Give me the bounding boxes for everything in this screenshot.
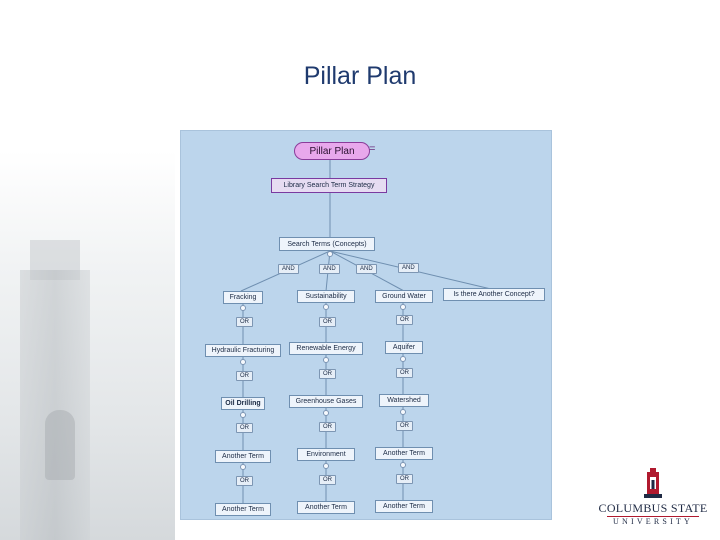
- collapse-toggle-icon[interactable]: [323, 304, 329, 310]
- term-node: Renewable Energy: [289, 342, 363, 355]
- collapse-toggle-icon[interactable]: [323, 357, 329, 363]
- collapse-toggle-icon[interactable]: [240, 305, 246, 311]
- collapse-toggle-icon[interactable]: [323, 463, 329, 469]
- collapse-toggle-icon[interactable]: [327, 251, 333, 257]
- term-node: Greenhouse Gases: [289, 395, 363, 408]
- term-node: Another Term: [375, 500, 433, 513]
- term-node: Environment: [297, 448, 355, 461]
- and-connector: AND: [356, 264, 377, 274]
- collapse-toggle-icon[interactable]: [400, 304, 406, 310]
- or-connector: OR: [236, 317, 253, 327]
- term-node: Watershed: [379, 394, 429, 407]
- columbus-state-logo: COLUMBUS STATE UNIVERSITY: [597, 468, 709, 530]
- background-figure: [45, 410, 75, 480]
- or-connector: OR: [319, 369, 336, 379]
- concept-node: Sustainability: [297, 290, 355, 303]
- pillar-plan-root: Pillar Plan: [294, 142, 370, 160]
- or-connector: OR: [319, 422, 336, 432]
- term-node: Another Term: [375, 447, 433, 460]
- logo-name: COLUMBUS STATE: [598, 501, 708, 515]
- collapse-toggle-icon[interactable]: [240, 412, 246, 418]
- logo-divider: [607, 516, 699, 517]
- or-connector: OR: [396, 315, 413, 325]
- term-node: Another Term: [215, 450, 271, 463]
- pillar-plan-diagram: Pillar Plan = Library Search Term Strate…: [180, 130, 552, 520]
- logo-subtitle: UNIVERSITY: [613, 517, 693, 526]
- and-connector: AND: [278, 264, 299, 274]
- or-connector: OR: [236, 423, 253, 433]
- collapse-toggle-icon[interactable]: [240, 359, 246, 365]
- term-node: Aquifer: [385, 341, 423, 354]
- collapse-toggle-icon[interactable]: [400, 356, 406, 362]
- collapse-toggle-icon[interactable]: [400, 409, 406, 415]
- or-connector: OR: [236, 371, 253, 381]
- term-node: Another Term: [215, 503, 271, 516]
- term-node: Another Term: [297, 501, 355, 514]
- collapse-toggle-icon[interactable]: [400, 462, 406, 468]
- concept-node: Is there Another Concept?: [443, 288, 545, 301]
- clock-tower: [20, 270, 90, 540]
- or-connector: OR: [396, 368, 413, 378]
- and-connector: AND: [319, 264, 340, 274]
- equals-sign: =: [369, 143, 376, 155]
- or-connector: OR: [396, 421, 413, 431]
- or-connector: OR: [236, 476, 253, 486]
- and-connector: AND: [398, 263, 419, 273]
- or-connector: OR: [319, 317, 336, 327]
- slide-title: Pillar Plan: [303, 62, 417, 90]
- tower-emblem-icon: [644, 468, 662, 498]
- or-connector: OR: [319, 475, 336, 485]
- search-terms-node: Search Terms (Concepts): [279, 237, 375, 251]
- collapse-toggle-icon[interactable]: [240, 464, 246, 470]
- or-connector: OR: [396, 474, 413, 484]
- collapse-toggle-icon[interactable]: [323, 410, 329, 416]
- term-node: Oil Drilling: [221, 397, 265, 410]
- strategy-node: Library Search Term Strategy: [271, 178, 387, 193]
- concept-node: Ground Water: [375, 290, 433, 303]
- concept-node: Fracking: [223, 291, 263, 304]
- term-node: Hydraulic Fracturing: [205, 344, 281, 357]
